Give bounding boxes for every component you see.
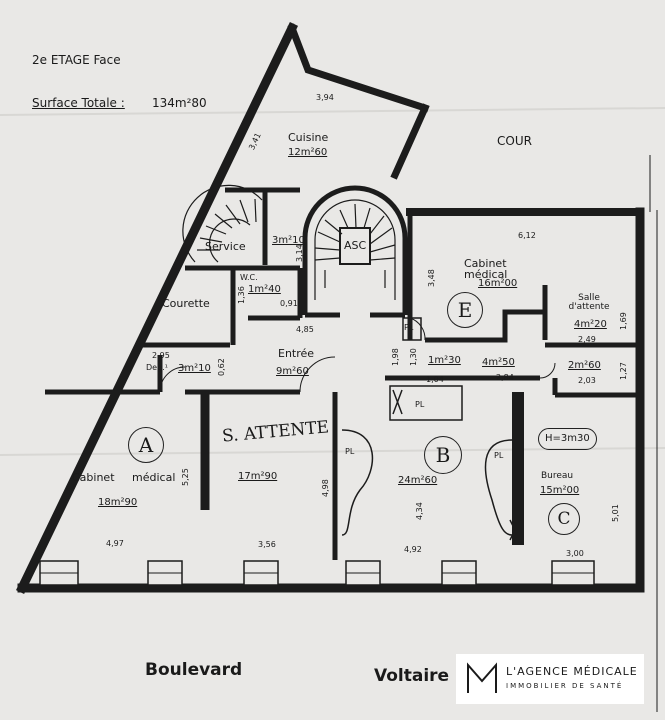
- bureau-c-area: 15m²00: [540, 485, 580, 496]
- wc-area: 1m²40: [248, 284, 281, 295]
- corridor-dim-3: 1,04: [426, 375, 444, 384]
- room-letter-e: E: [447, 292, 483, 328]
- service-stairs: [182, 184, 263, 263]
- facade-windows: [39, 560, 595, 586]
- deg-name: Deg.¹: [146, 363, 168, 372]
- service-dim: 3,14: [295, 244, 304, 262]
- pl-marker-2: PL: [415, 400, 425, 409]
- waiting-room-dim-2: 2,49: [578, 335, 596, 344]
- cabinet-b-dim-3: 4,92: [404, 545, 422, 554]
- pl-marker-3: PL: [345, 447, 355, 456]
- agency-logo: L'AGENCE MÉDICALE IMMOBILIER DE SANTÉ: [456, 654, 644, 704]
- waiting-room-area: 4m²20: [574, 319, 607, 330]
- deg-area: 3m²10: [178, 363, 211, 374]
- corridor-area-2: 4m²50: [482, 357, 515, 368]
- cabinet-a-name: Cabinet médical: [72, 471, 176, 484]
- cabinet-a-area: 18m²90: [98, 497, 138, 508]
- main-staircase: [314, 199, 396, 300]
- elevator-label: ASC: [344, 239, 367, 252]
- small-room-dim-2: 1,27: [619, 362, 628, 380]
- deg-dim-1: 2,95: [152, 351, 170, 360]
- bureau-c-dim-2: 3,00: [566, 549, 584, 558]
- service-name: Service: [205, 240, 246, 253]
- cabinet-e-name: Cabinet médical: [464, 257, 508, 281]
- entry-dim: 4,85: [296, 325, 314, 334]
- bureau-c-height: H=3m30: [538, 428, 597, 450]
- entry-name: Entrée: [278, 347, 315, 360]
- pl-cabinets: [341, 317, 521, 541]
- cabinet-e-dim-2: 3,48: [427, 269, 436, 287]
- floor-title: 2e ETAGE Face: [32, 53, 121, 67]
- agency-title: L'AGENCE MÉDICALE: [506, 665, 638, 678]
- courtyard-label: COUR: [497, 134, 532, 148]
- entry-area: 9m²60: [276, 366, 309, 377]
- street-boulevard: Boulevard: [145, 660, 243, 680]
- corridor-dim-2: 1,30: [409, 348, 418, 366]
- cabinet-b-dim-2: 4,34: [415, 502, 424, 520]
- cabinet-e-dim-1: 6,12: [518, 231, 536, 240]
- bureau-c-name: Bureau: [541, 471, 574, 481]
- outer-walls: [15, 21, 645, 595]
- wc-name: W.C.: [240, 273, 258, 282]
- waiting-room-dim-1: 1,69: [619, 312, 628, 330]
- small-room-area: 2m²60: [568, 360, 601, 371]
- agency-subtitle: IMMOBILIER DE SANTÉ: [506, 682, 624, 690]
- courette-name: Courette: [162, 297, 210, 310]
- deg-dim-2: 0,62: [217, 358, 226, 376]
- cabinet-b-dim-1: 4,98: [321, 479, 330, 497]
- kitchen-dim-top: 3,94: [316, 93, 334, 102]
- surface-label: Surface Totale :: [32, 96, 125, 110]
- agency-monogram-icon: [467, 662, 497, 693]
- waiting-room-name: Salle d'attente: [568, 293, 610, 312]
- waiting-s-area: 17m²90: [238, 471, 278, 482]
- wc-dim-1: 1,36: [237, 286, 246, 304]
- service-area: 3m²10: [272, 235, 305, 246]
- pl-marker-4: PL: [494, 451, 504, 460]
- room-letter-b: B: [424, 436, 462, 474]
- surface-value: 134m²80: [152, 96, 207, 110]
- waiting-s-dim: 3,56: [258, 540, 276, 549]
- room-letter-c: C: [548, 503, 580, 535]
- pl-marker-1: PL: [404, 323, 414, 332]
- street-voltaire: Voltaire: [374, 666, 450, 686]
- corridor-dim-1: 1,98: [391, 348, 400, 366]
- cabinet-a-dim-2: 4,97: [106, 539, 124, 548]
- kitchen-area: 12m²60: [288, 147, 328, 158]
- small-room-dim-1: 2,03: [578, 376, 596, 385]
- kitchen-name: Cuisine: [288, 131, 329, 144]
- cabinet-a-dim-1: 5,25: [181, 468, 190, 486]
- cabinet-b-area: 24m²60: [398, 475, 438, 486]
- corridor-dim-4: 2,84: [496, 373, 514, 382]
- room-letter-a: A: [128, 427, 164, 463]
- bureau-c-dim-1: 5,01: [611, 504, 620, 522]
- corridor-area-1: 1m²30: [428, 355, 461, 366]
- interior-walls: [45, 185, 640, 560]
- cabinet-e-area: 16m²00: [478, 278, 518, 289]
- wc-dim-2: 0,91: [280, 299, 298, 308]
